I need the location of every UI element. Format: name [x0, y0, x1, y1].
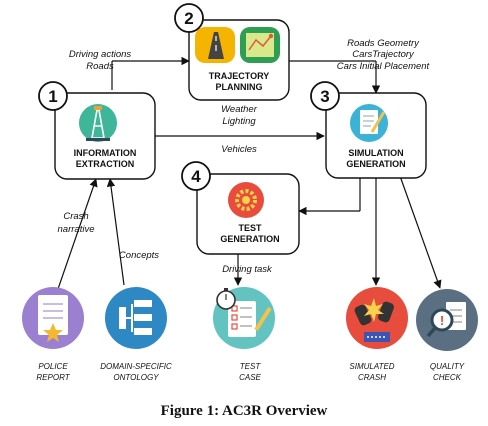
- label-concepts: Concepts: [119, 250, 159, 261]
- stopwatch-checklist-icon: [213, 287, 275, 349]
- information-label-line1: INFORMATION: [74, 148, 137, 158]
- trajectory-number-badge: [174, 3, 204, 33]
- arrow-police-to-info: [57, 178, 98, 290]
- test-number-badge: [181, 161, 211, 191]
- arrow-simulation-to-quality: [399, 175, 442, 289]
- testcase-label-line1: TEST: [240, 362, 262, 371]
- trajectory-label-line2: PLANNING: [216, 82, 263, 92]
- edge-labels: Driving actions Roads Roads Geometry Car…: [58, 38, 430, 275]
- car-crash-icon: [346, 287, 408, 349]
- information-label-line2: EXTRACTION: [76, 159, 135, 169]
- test-label-line1: TEST: [238, 223, 262, 233]
- police-report-icon: [22, 287, 84, 349]
- label-driving-task: Driving task: [222, 264, 273, 275]
- simulation-label-line2: GENERATION: [346, 159, 405, 169]
- crash-label-line1: SIMULATED: [349, 362, 394, 371]
- test-generation-box: TEST GENERATION 4: [181, 161, 300, 255]
- trajectory-number: 2: [184, 9, 193, 28]
- police-label-line1: POLICE: [38, 362, 68, 371]
- quality-label-line1: QUALITY: [430, 362, 465, 371]
- svg-text:!: !: [440, 313, 444, 328]
- label-roads-geometry: Roads Geometry: [347, 38, 420, 49]
- label-driving-actions: Driving actions: [69, 49, 132, 60]
- testcase-label-line2: CASE: [239, 373, 261, 382]
- label-roads: Roads: [86, 61, 114, 72]
- map-icon: [240, 27, 280, 63]
- checklist-pen-icon: [350, 104, 388, 142]
- road-icon: [195, 27, 235, 63]
- trajectory-planning-box: TRAJECTORY PLANNING 2: [174, 3, 290, 101]
- test-case-item: TEST CASE: [213, 287, 275, 382]
- quality-check-item: ! QUALITY CHECK: [416, 289, 478, 382]
- simulation-number-badge: [310, 81, 340, 111]
- label-lighting: Lighting: [222, 116, 256, 127]
- magnifier-document-icon: !: [416, 289, 478, 351]
- domain-ontology-item: DOMAIN-SPECIFIC ONTOLOGY: [100, 287, 172, 382]
- label-narrative: narrative: [58, 224, 95, 235]
- label-vehicles: Vehicles: [221, 144, 257, 155]
- label-cars-trajectory: CarsTrajectory: [352, 49, 415, 60]
- trajectory-label-line1: TRAJECTORY: [209, 71, 270, 81]
- simulated-crash-item: SIMULATED CRASH: [346, 287, 408, 382]
- connectors: [57, 56, 442, 290]
- information-number: 1: [48, 87, 57, 106]
- label-weather: Weather: [221, 104, 258, 115]
- information-number-badge: [38, 81, 68, 111]
- information-extraction-box: INFORMATION EXTRACTION 1: [38, 81, 156, 180]
- ontology-label-line2: ONTOLOGY: [113, 373, 159, 382]
- simulation-label-line1: SIMULATION: [348, 148, 403, 158]
- test-label-line2: GENERATION: [220, 234, 279, 244]
- crash-label-line2: CRASH: [358, 373, 386, 382]
- quality-label-line2: CHECK: [433, 373, 462, 382]
- simulation-number: 3: [320, 87, 329, 106]
- ontology-icon: [105, 287, 167, 349]
- arrow-ontology-to-info: [106, 178, 125, 286]
- label-cars-initial-placement: Cars Initial Placement: [337, 61, 430, 72]
- gear-icon: [228, 182, 264, 218]
- police-report-item: POLICE REPORT: [22, 287, 84, 382]
- label-crash: Crash: [63, 211, 88, 222]
- figure-caption: Figure 1: AC3R Overview: [161, 403, 328, 419]
- simulation-generation-box: SIMULATION GENERATION 3: [310, 81, 427, 179]
- police-label-line2: REPORT: [36, 373, 70, 382]
- test-number: 4: [191, 167, 201, 186]
- oil-derrick-icon: [79, 104, 117, 142]
- ontology-label-line1: DOMAIN-SPECIFIC: [100, 362, 172, 371]
